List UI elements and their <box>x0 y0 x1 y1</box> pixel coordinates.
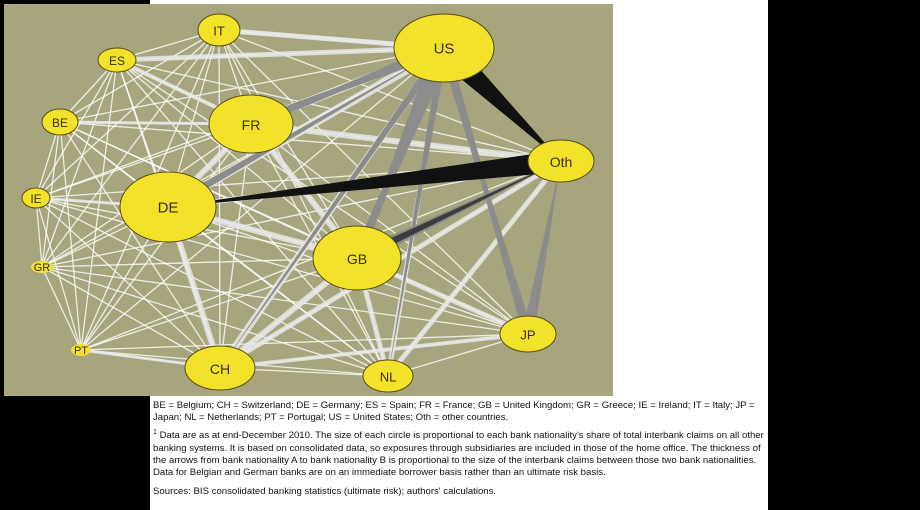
node-label-gr: GR <box>34 262 51 274</box>
node-label-us: US <box>434 41 455 58</box>
node-fr: FR <box>208 94 294 154</box>
edge-BE-PT <box>59 121 82 351</box>
node-circle-nl <box>362 359 414 393</box>
node-ie: IE <box>21 187 51 209</box>
node-circle-fr <box>208 94 294 154</box>
node-label-ch: CH <box>210 361 230 377</box>
node-circle-ie <box>21 187 51 209</box>
edge-GR-NL <box>41 266 389 377</box>
arrow-GB-US <box>352 48 444 260</box>
node-gb: GB <box>312 225 402 291</box>
edge-IT-GR <box>41 29 220 268</box>
figure-caption: BE = Belgium; CH = Switzerland; DE = Ger… <box>153 400 765 498</box>
edge-BE-GR <box>41 121 61 268</box>
flow-NL-Oth <box>385 158 564 379</box>
node-circle-it <box>197 13 241 47</box>
node-circle-jp <box>499 315 557 353</box>
arrow-GB-Oth <box>353 161 561 265</box>
node-label-de: DE <box>158 200 179 217</box>
node-it: IT <box>197 13 241 47</box>
flow-US-ES <box>114 45 447 63</box>
edge-PT-JP <box>80 333 529 351</box>
node-es: ES <box>97 47 137 73</box>
node-oth: Oth <box>527 139 595 183</box>
node-circle-gb <box>312 225 402 291</box>
node-label-pt: PT <box>74 345 88 357</box>
edge-IT-GB <box>218 29 358 259</box>
node-pt: PT <box>71 344 91 357</box>
edge-GB-PT <box>80 257 358 351</box>
node-circle-oth <box>527 139 595 183</box>
edge-US-PT <box>80 47 445 351</box>
arrow-JP-Oth <box>522 161 561 336</box>
node-circle-es <box>97 47 137 73</box>
node-ch: CH <box>184 345 256 391</box>
edge-IE-GR <box>35 197 43 268</box>
node-jp: JP <box>499 315 557 353</box>
node-circle-ch <box>184 345 256 391</box>
edge-US-BE <box>59 47 445 123</box>
edge-IE-CH <box>35 197 221 369</box>
arrow-FR-US <box>249 48 444 129</box>
edge-IE-PT <box>35 197 82 351</box>
edge-IT-NL <box>218 29 389 377</box>
node-be: BE <box>41 108 79 136</box>
arrow-JP-US <box>444 48 533 336</box>
node-label-be: BE <box>52 116 68 130</box>
node-nl: NL <box>362 359 414 393</box>
edge-GR-PT <box>41 266 82 351</box>
node-circle-de <box>119 171 217 243</box>
node-label-oth: Oth <box>550 154 573 170</box>
node-gr: GR <box>31 261 53 274</box>
edges-grey <box>166 42 561 376</box>
edge-GR-CH <box>41 266 221 369</box>
footnote: 1 Data are as at end-December 2010. The … <box>153 429 765 479</box>
edge-IE-JP <box>35 197 529 335</box>
edge-ES-GR <box>41 59 118 268</box>
arrow-DE-US <box>166 48 444 211</box>
edge-IT-BE <box>59 29 220 123</box>
node-label-gb: GB <box>347 251 367 267</box>
edge-GR-JP <box>41 266 529 335</box>
flow-JP-CH <box>218 332 530 370</box>
arrow-US-CH <box>220 45 448 369</box>
sources-line: Sources: BIS consolidated banking statis… <box>153 486 497 498</box>
node-label-it: IT <box>213 24 225 39</box>
footnote-text: Data are as at end-December 2010. The si… <box>153 430 764 479</box>
node-label-jp: JP <box>520 328 535 343</box>
node-us: US <box>393 13 495 83</box>
arrow-GB-Oth-dark <box>355 161 561 262</box>
edge-ES-PT <box>80 59 118 351</box>
abbreviation-legend: BE = Belgium; CH = Switzerland; DE = Ger… <box>153 400 755 424</box>
node-circle-pt <box>71 344 91 356</box>
edge-IE-NL <box>35 197 389 377</box>
node-label-es: ES <box>109 54 125 68</box>
node-circle-gr <box>31 261 53 273</box>
node-circle-us <box>393 13 495 83</box>
edge-ES-NL <box>116 59 389 377</box>
node-label-ie: IE <box>30 192 41 206</box>
node-circle-be <box>41 108 79 136</box>
edge-BE-CH <box>59 121 221 369</box>
arrow-US-NL <box>388 47 448 376</box>
edge-DE-NL <box>167 206 389 377</box>
footnote-mark: 1 <box>153 429 157 437</box>
edge-GR-GB <box>41 257 358 268</box>
node-de: DE <box>119 171 217 243</box>
node-label-nl: NL <box>380 370 397 385</box>
node-label-fr: FR <box>242 117 261 133</box>
arrow-Oth-DE <box>168 150 563 207</box>
